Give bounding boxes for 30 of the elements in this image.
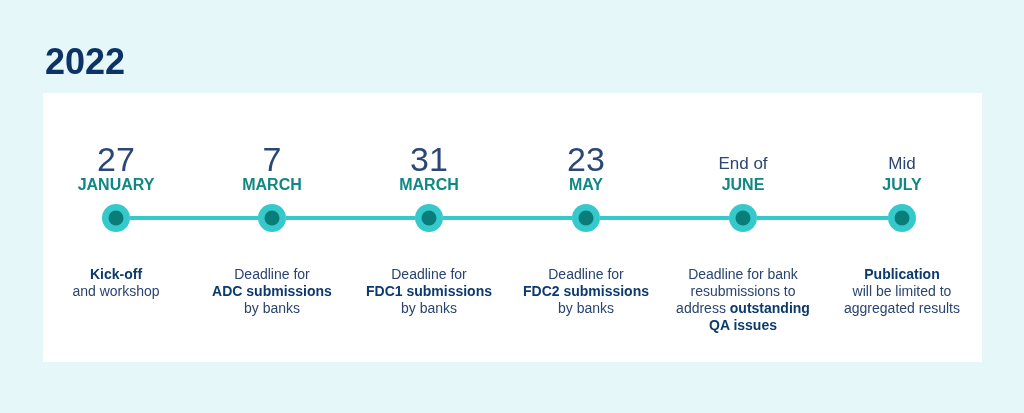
milestone-description: Deadline for bank resubmissions to address outstanding QA issues: [675, 266, 811, 334]
day-number: 7: [262, 142, 282, 176]
day-number: 27: [97, 142, 135, 176]
milestone-dot: [258, 204, 286, 232]
timeline-connector: [286, 216, 415, 220]
timeline-connector: [600, 216, 729, 220]
milestone-dot: [102, 204, 130, 232]
day-number: 23: [567, 142, 605, 176]
day-number: 31: [410, 142, 448, 176]
milestone-dot: [729, 204, 757, 232]
milestone-description: Publication will be limited to aggregated results: [843, 266, 961, 317]
month-label: MAY: [568, 177, 604, 193]
timeline-connector: [757, 216, 888, 220]
timeline-connector: [130, 216, 258, 220]
month-label: JANUARY: [77, 177, 155, 193]
milestone-description: Deadline for FDC2 submissions by banks: [522, 266, 650, 317]
date-qualifier: Mid: [888, 155, 916, 172]
month-label: JULY: [882, 177, 922, 193]
milestone-dot: [888, 204, 916, 232]
timeline-connector: [443, 216, 572, 220]
milestone-description: Kick-off and workshop: [72, 266, 160, 300]
month-label: MARCH: [399, 177, 459, 193]
date-qualifier: End of: [718, 155, 768, 172]
milestone-description: Deadline for ADC submissions by banks: [211, 266, 333, 317]
milestone-dot: [415, 204, 443, 232]
month-label: JUNE: [721, 177, 765, 193]
year-heading: 2022: [45, 44, 126, 80]
milestone-description: Deadline for FDC1 submissions by banks: [365, 266, 493, 317]
milestone-dot: [572, 204, 600, 232]
month-label: MARCH: [242, 177, 302, 193]
